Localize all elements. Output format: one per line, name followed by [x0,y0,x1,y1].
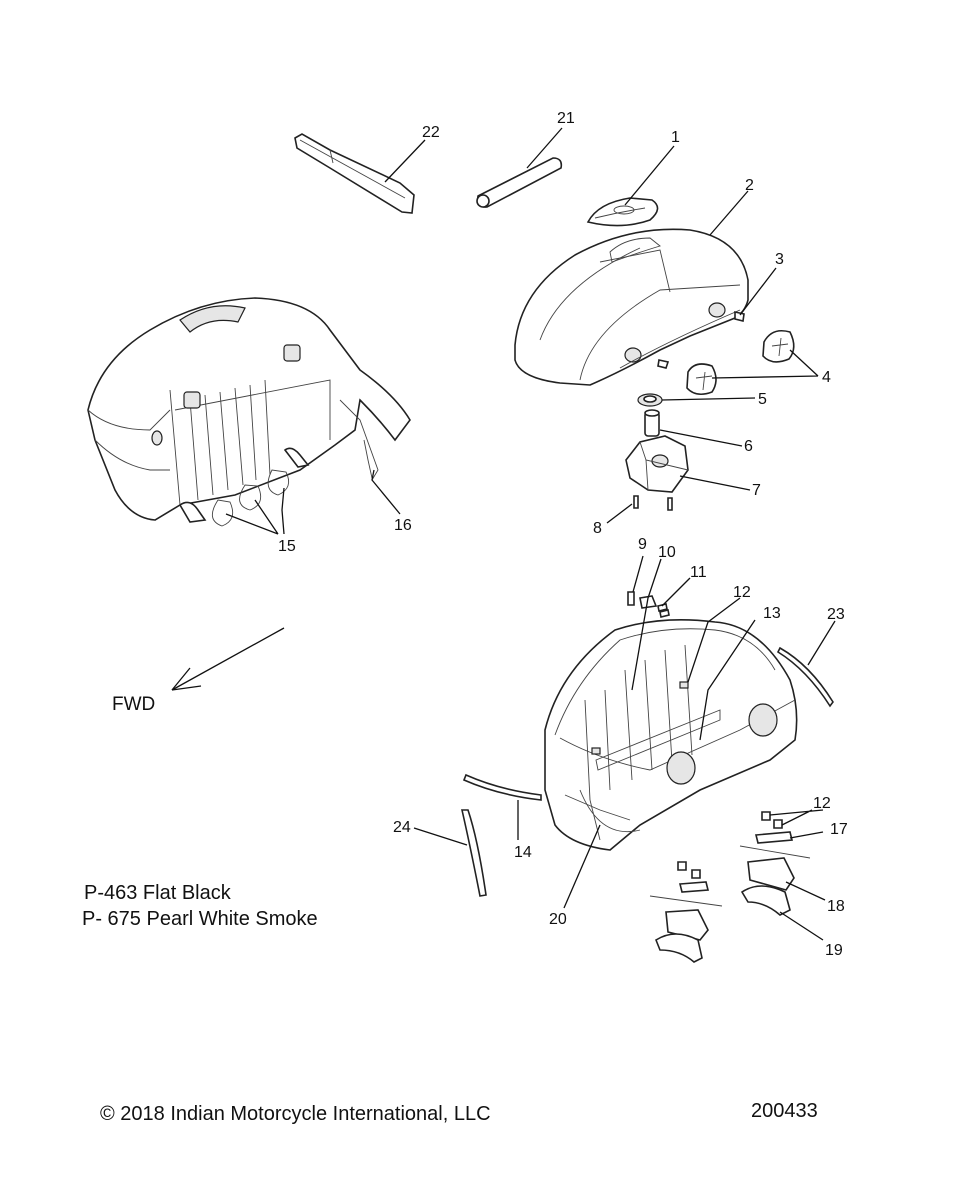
callout-2: 2 [745,177,754,194]
part-11-screws [657,603,670,618]
fwd-label: FWD [112,694,155,715]
part-19-bracket-pad [655,885,791,963]
part-24-seal-strip [460,809,487,897]
callout-11: 11 [690,564,707,581]
callout-24: 24 [393,819,411,836]
forward-arrow [171,627,285,691]
part-14-seal-strip [462,773,542,801]
callout-22: 22 [422,124,440,141]
part-8-screws [633,495,673,511]
part-3-screw [734,311,745,322]
part-2-saddlebag-lid [514,228,749,386]
callout-21: 21 [557,110,575,127]
part-6-striker [644,409,660,437]
part-4-bumpers [657,329,795,396]
part-23-edge-seal [776,646,834,708]
callout-18: 18 [827,898,845,915]
callout-3: 3 [775,251,784,268]
part-7-latch-assembly [625,435,689,493]
leader-lines [225,127,836,941]
part-20-saddlebag-body [544,619,798,851]
part-21-seal-tube [476,157,563,208]
callout-numbers: 22 21 1 2 3 4 5 6 7 8 9 10 11 12 13 23 1… [278,110,848,959]
paint-code-list: P-463 Flat Black P- 675 Pearl White Smok… [82,882,318,930]
paint-code-line: P- 675 Pearl White Smoke [82,908,318,930]
callout-15: 15 [278,538,296,555]
part-9-pin [627,591,635,606]
part-1-latch-handle [586,197,659,227]
callout-8: 8 [593,520,602,537]
callout-9: 9 [638,536,647,553]
callout-20: 20 [549,911,567,928]
callout-17: 17 [830,821,848,838]
diagram-number: 200433 [751,1100,818,1122]
callout-12-lower: 12 [813,795,831,812]
callout-4: 4 [822,369,831,386]
copyright-notice: © 2018 Indian Motorcycle International, … [100,1103,491,1125]
callout-14: 14 [514,844,532,861]
callout-16: 16 [394,517,412,534]
callout-13: 13 [763,605,781,622]
part-12-screws-lower [677,811,783,879]
callout-10: 10 [658,544,676,561]
callout-5: 5 [758,391,767,408]
callout-1: 1 [671,129,680,146]
assembled-saddlebag-view [87,297,411,527]
callout-6: 6 [744,438,753,455]
callout-23: 23 [827,606,845,623]
callout-12-upper: 12 [733,584,751,601]
part-22-trim-strip [294,133,415,214]
part-17-plate [649,831,811,907]
callout-19: 19 [825,942,843,959]
paint-code-line: P-463 Flat Black [84,882,232,904]
callout-7: 7 [752,482,761,499]
part-18-bracket [665,857,795,941]
part-5-grommet [637,393,663,407]
